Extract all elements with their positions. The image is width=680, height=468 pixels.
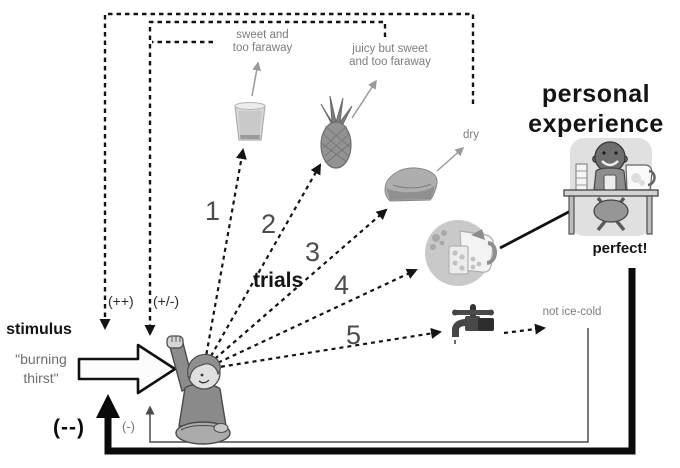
trial-2-note-line2: and too faraway: [349, 56, 431, 68]
feedback-plusplus-label: (++): [108, 293, 134, 309]
pineapple-note-arrow: [351, 79, 377, 119]
feedback-negative-label: (-): [122, 419, 135, 434]
dashed-feedback-loops: [99, 12, 475, 336]
trial-arrows: [203, 148, 546, 370]
trial-5-number: 5: [346, 320, 362, 350]
trial-2-note-line1: juicy but sweet: [352, 43, 428, 55]
perfect-label: perfect!: [592, 240, 648, 257]
trial-2-number: 2: [261, 209, 277, 239]
stimulus-quote: "burning thirst": [0, 350, 82, 388]
bread-note-arrow: [436, 147, 465, 172]
stimulus-quote-line1: "burning: [15, 351, 67, 367]
success-arrow: [499, 204, 582, 250]
feedback-loop-plusplus: [99, 12, 475, 330]
glass-note-arrow: [251, 61, 262, 97]
child-raising-hand-icon: [166, 335, 231, 445]
trial-1-number: 1: [205, 196, 221, 226]
trial-1-arrow: [203, 148, 247, 363]
trial-2-note: juicy but sweet and too faraway: [336, 43, 444, 69]
child-drinking-at-table-icon: [563, 138, 659, 236]
trial-4-arrow: [210, 268, 418, 367]
feedback-plusminus-label: (+/-): [153, 293, 180, 309]
trial-1-note-line2: too faraway: [232, 42, 293, 54]
title-line2: experience: [528, 110, 664, 138]
block-arrow-right-icon: [77, 343, 177, 395]
pineapple-icon: [320, 95, 353, 169]
trial-1-note: sweet and too faraway: [215, 29, 310, 55]
trial-5-note: not ice-cold: [542, 306, 602, 318]
trial-2-arrow: [206, 163, 321, 364]
feedback-loop-strong-negative: [96, 268, 636, 455]
tap-to-note-arrow: [503, 323, 546, 335]
personal-experience-title: personal experience: [513, 79, 679, 139]
stimulus-quote-line2: thirst": [23, 370, 59, 386]
note-arrows: [251, 61, 465, 172]
feedback-loop-negative: [145, 328, 589, 443]
bread-icon: [384, 167, 438, 202]
stimulus-label: stimulus: [6, 321, 72, 338]
feedback-strong-negative-label: (--): [53, 416, 85, 439]
trial-5-arrow: [212, 327, 442, 370]
tap-faucet-icon: [452, 304, 494, 344]
trial-3-note: dry: [463, 129, 479, 141]
water-glass-icon: [234, 102, 266, 141]
trial-1-note-line1: sweet and: [236, 29, 289, 41]
trial-3-number: 3: [305, 237, 321, 267]
trial-3-arrow: [208, 208, 388, 365]
iced-drink-icon: [425, 220, 497, 286]
title-line1: personal: [541, 80, 651, 108]
trials-label: trials: [253, 269, 304, 292]
trial-4-number: 4: [334, 270, 350, 300]
